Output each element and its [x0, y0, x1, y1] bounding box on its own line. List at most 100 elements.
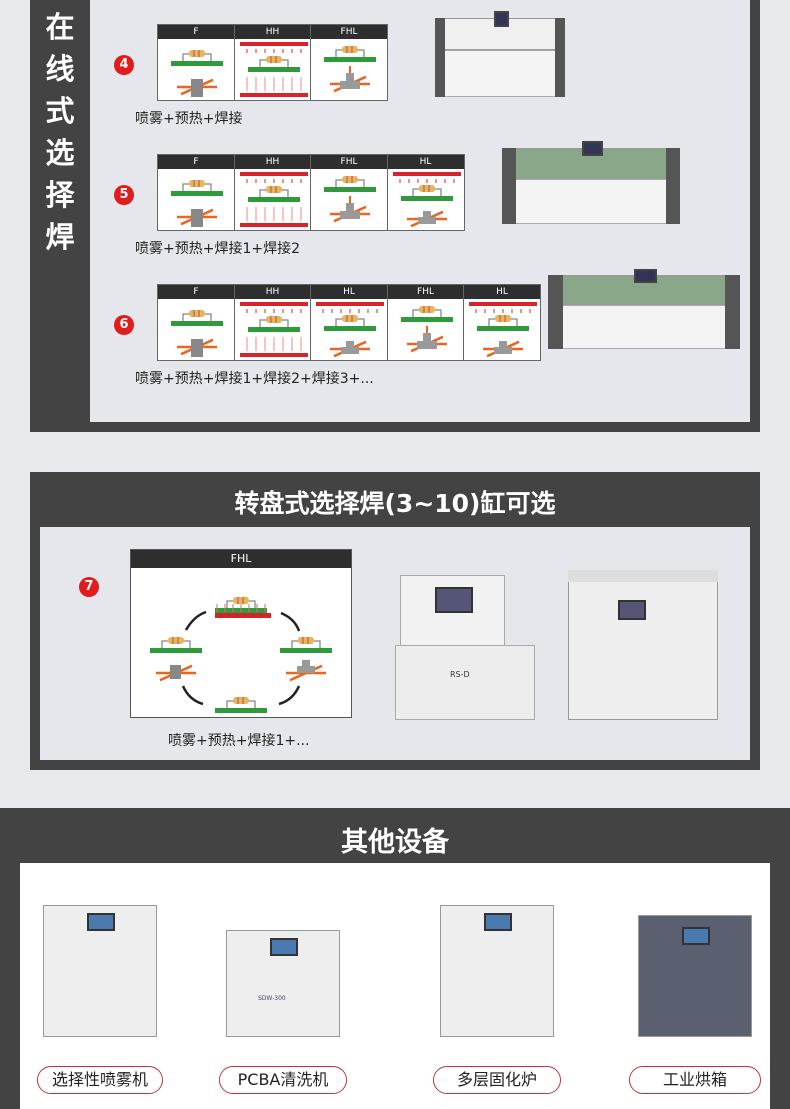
machine-image [435, 11, 565, 103]
machine-screen [87, 913, 115, 931]
machine-label: RS-D [450, 670, 470, 679]
side-char: 选 [45, 136, 75, 170]
machine-screen [484, 913, 512, 931]
tile-header: FHL [387, 285, 464, 299]
process-graphic [239, 42, 308, 97]
pcb-component [280, 637, 332, 653]
tile-header: HL [311, 285, 387, 299]
pcb-component [215, 697, 267, 713]
process-tile-fhl: FHL [310, 24, 388, 101]
rotary-cycle-graphic [150, 597, 332, 713]
process-graphic [400, 306, 453, 353]
machine-screen [582, 141, 604, 157]
tile-header: FHL [311, 155, 387, 169]
process-tile-hh: HH [233, 154, 312, 231]
pcb-component [171, 180, 223, 196]
process-graphic [171, 50, 223, 97]
tile-header: F [158, 25, 234, 39]
pcb-component [171, 50, 223, 66]
cycle-arrows [181, 610, 301, 706]
pcb-component [400, 306, 453, 322]
process-graphic [239, 172, 308, 227]
machine-screen [270, 938, 298, 956]
side-char: 式 [45, 94, 75, 128]
tile-header: F [158, 155, 234, 169]
pcb-component [150, 637, 202, 653]
product-image [630, 905, 760, 1045]
side-char: 择 [45, 178, 75, 212]
pcb-component [400, 185, 453, 201]
rotary-title: 转盘式选择焊(3~10)缸可选 [234, 489, 556, 518]
tile-header: HL [464, 285, 540, 299]
process-graphic [171, 180, 223, 227]
process-tile-f: F [157, 284, 235, 361]
pcb-component [247, 316, 300, 332]
tile-header: FHL [311, 25, 387, 39]
rotary-diagram: FHL [130, 549, 352, 718]
machine-screen [634, 268, 658, 283]
process-graphic [171, 310, 223, 357]
pcb-component [324, 46, 376, 62]
product-label[interactable]: 工业烘箱 [629, 1066, 761, 1094]
machine-screen [618, 600, 646, 620]
product-label[interactable]: 选择性喷雾机 [37, 1066, 163, 1094]
product-label[interactable]: PCBA清洗机 [219, 1066, 347, 1094]
machine-screen [435, 587, 473, 613]
side-char: 在 [45, 10, 75, 44]
process-graphic [324, 46, 376, 93]
pcb-component [324, 176, 376, 192]
pcb-component [247, 186, 300, 202]
product-image [432, 905, 562, 1045]
product-model: SDW-300 [258, 995, 286, 1002]
tile-header: HH [234, 155, 311, 169]
spray-nozzle [191, 209, 203, 227]
spray-nozzle [191, 79, 203, 97]
rotary-machine-1: RS-D [395, 575, 535, 725]
step-badge: 7 [79, 577, 99, 597]
pcb-component [477, 315, 529, 331]
solder-nozzle [340, 73, 360, 89]
process-tile-hh: HH [233, 284, 312, 361]
solder-nozzle [416, 333, 437, 349]
tile-header: HH [234, 25, 311, 39]
process-caption: 喷雾+预热+焊接 [135, 111, 243, 127]
pcb-component [171, 310, 223, 326]
machine-screen [682, 927, 710, 945]
process-tile-hh: HH [233, 24, 312, 101]
tile-header: HH [234, 285, 311, 299]
inline-side-title: 在 线 式 选 择 焊 [30, 6, 90, 258]
step-badge: 6 [114, 315, 134, 335]
process-graphic [324, 176, 376, 223]
process-tile-fhl: FHL [310, 154, 388, 231]
rotary-caption: 喷雾+预热+焊接1+... [168, 733, 310, 749]
product-image [35, 905, 165, 1045]
product-label[interactable]: 多层固化炉 [433, 1066, 561, 1094]
process-graphic [392, 172, 461, 228]
process-tile-f: F [157, 154, 235, 231]
side-char: 焊 [45, 220, 75, 254]
tile-header: HL [387, 155, 464, 169]
process-tile-fhl: FHL [386, 284, 465, 361]
tile-header: F [158, 285, 234, 299]
process-tile-hl: HL [386, 154, 465, 231]
step-badge: 4 [114, 55, 134, 75]
product-image: SDW-300 [218, 930, 348, 1045]
process-tile-hl: HL [310, 284, 388, 361]
pcb-component [247, 56, 300, 72]
rotary-machine-2 [568, 560, 718, 725]
machine-image [548, 268, 740, 355]
process-tile-hl: HL [463, 284, 541, 361]
process-caption: 喷雾+预热+焊接1+焊接2+焊接3+... [135, 371, 374, 387]
process-caption: 喷雾+预热+焊接1+焊接2 [135, 241, 301, 257]
rotary-diagram-header: FHL [131, 550, 351, 568]
machine-screen [493, 11, 510, 27]
spray-nozzle [191, 339, 203, 357]
process-graphic [239, 302, 308, 357]
process-graphic [316, 302, 384, 358]
process-tile-f: F [157, 24, 235, 101]
solder-nozzle [340, 203, 360, 219]
machine-image [502, 141, 680, 230]
side-char: 线 [45, 52, 75, 86]
pcb-component [324, 315, 376, 331]
process-graphic [469, 302, 537, 358]
